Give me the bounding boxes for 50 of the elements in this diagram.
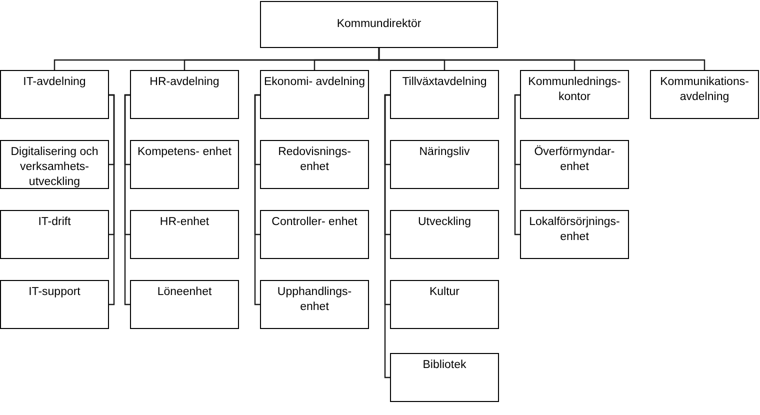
unit-name: HR-enhet [158,215,210,230]
org-unit-box [130,280,239,329]
org-unit-box [390,70,499,119]
org-unit-box [650,70,759,119]
unit-name: HR-avdelning [148,75,220,90]
org-unit-box [520,70,629,119]
unit-name: Näringsliv [418,145,471,160]
unit-name: Utveckling [416,215,472,230]
org-unit-box [260,70,369,119]
org-unit-box [0,140,109,189]
unit-name: Kultur [428,285,461,300]
unit-name: IT-drift [37,215,72,230]
unit-name: Löneenhet [156,285,213,300]
org-unit-box [130,210,239,259]
connector-line [124,94,130,306]
unit-name: Ekonomi- avdelning [262,75,366,90]
unit-name: Controller- enhet [270,215,358,230]
org-unit-box [390,280,499,329]
org-unit-box [0,210,109,259]
unit-name: Kompetens- enhet [136,145,232,160]
unit-name: Kommunikations- avdelning [659,75,750,105]
unit-name: IT-support [28,285,82,300]
unit-name: Bibliotek [422,358,468,373]
org-unit-box [520,210,629,259]
org-unit-box [260,1,498,48]
org-unit-box [520,140,629,189]
unit-name: Upphandlings- enhet [276,285,353,315]
connector-line [109,94,115,306]
org-unit-box [130,70,239,119]
unit-name: IT-avdelning [22,75,87,90]
org-unit-box [260,140,369,189]
connector-line [254,94,260,306]
unit-name: Tillväxtavdelning [401,75,488,90]
org-unit-box [390,140,499,189]
unit-name: Kommundirektör [336,17,422,32]
unit-name: Kommunlednings- kontor [527,75,622,105]
connector-line [514,94,520,236]
unit-name: Digitalisering och verksamhets- utveckling [10,145,100,190]
connector-line [378,48,706,70]
org-unit-box [390,210,499,259]
org-unit-box [260,210,369,259]
unit-name: Överförmyndar- enhet [533,145,616,175]
org-unit-box [260,280,369,329]
unit-name: Lokalförsörjnings- enhet [528,215,621,245]
unit-name: Redovisnings- enhet [277,145,352,175]
org-unit-box [130,140,239,189]
org-unit-box [390,353,499,402]
org-unit-box [0,280,109,329]
org-unit-box [0,70,109,119]
connector-line [384,94,390,378]
